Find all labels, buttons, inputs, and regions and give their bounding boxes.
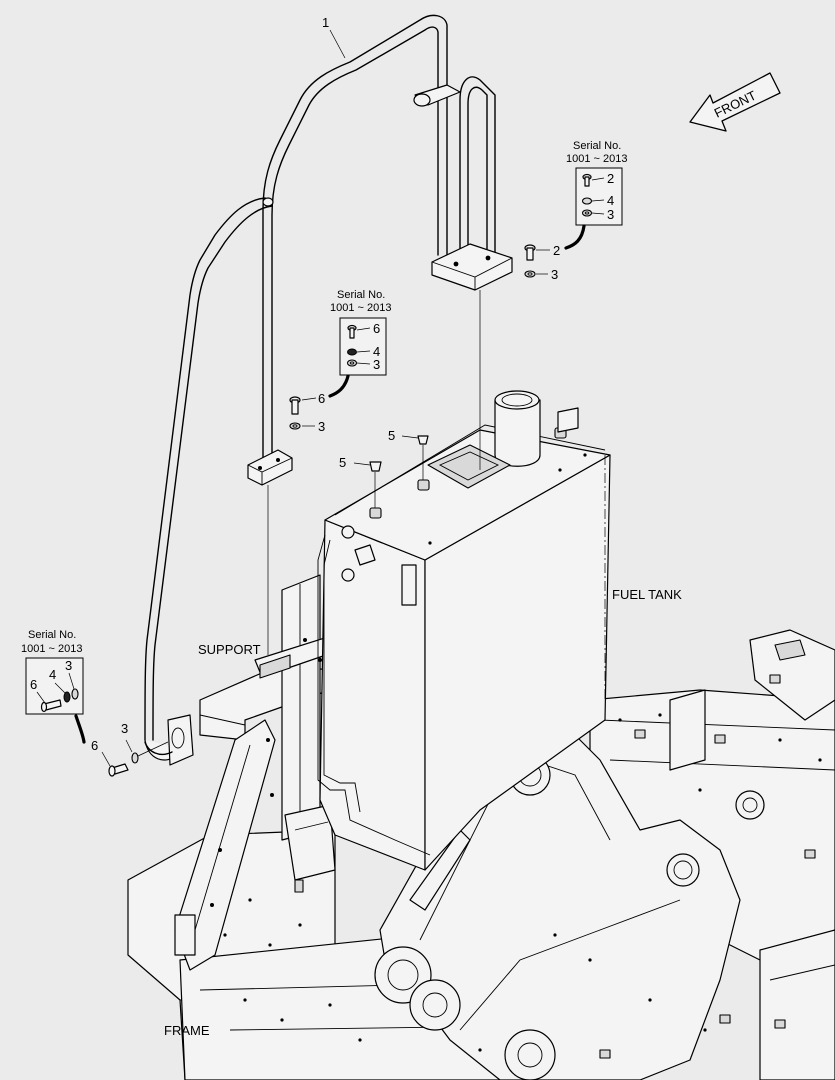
svg-text:4: 4 <box>373 344 380 359</box>
frame-label: FRAME <box>164 1023 210 1038</box>
cap-icon <box>353 461 382 508</box>
washer-icon <box>524 270 536 278</box>
serial-box-middle: Serial No. 1001 ~ 2013 6 4 3 <box>328 289 391 398</box>
callout-3b: 3 <box>318 419 325 434</box>
svg-text:6: 6 <box>30 677 37 692</box>
support-label: SUPPORT <box>198 642 261 657</box>
svg-text:4: 4 <box>49 667 56 682</box>
fuel-tank <box>317 390 611 871</box>
serial-title: Serial No. <box>28 629 76 641</box>
svg-text:3: 3 <box>373 357 380 372</box>
callout-1: 1 <box>322 15 329 30</box>
callout-3c: 3 <box>121 721 128 736</box>
bolt-icon <box>524 244 536 261</box>
callout-2: 2 <box>553 243 560 258</box>
svg-text:4: 4 <box>607 193 614 208</box>
handrail <box>144 14 513 766</box>
cap-icon <box>401 435 429 480</box>
bolt-icon <box>289 396 301 415</box>
callouts: 1 2 3 6 3 5 5 3 6 <box>91 15 560 753</box>
serial-title: Serial No. <box>573 140 621 152</box>
serial-range: 1001 ~ 2013 <box>330 302 391 314</box>
fuel-tank-label: FUEL TANK <box>612 587 682 602</box>
svg-text:6: 6 <box>373 321 380 336</box>
serial-title: Serial No. <box>337 289 385 301</box>
callout-3a: 3 <box>551 267 558 282</box>
callout-6b: 6 <box>91 738 98 753</box>
callout-5a: 5 <box>388 428 395 443</box>
front-arrow-icon: FRONT <box>689 72 781 132</box>
support-bracket <box>174 574 356 971</box>
serial-box-top-right: Serial No. 1001 ~ 2013 2 4 3 <box>564 140 627 250</box>
fasteners <box>101 244 550 777</box>
washer-icon <box>131 752 139 764</box>
serial-range: 1001 ~ 2013 <box>566 153 627 165</box>
callout-6a: 6 <box>318 391 325 406</box>
callout-5b: 5 <box>339 455 346 470</box>
washer-icon <box>289 422 301 430</box>
serial-box-lower-left: Serial No. 1001 ~ 2013 3 4 6 <box>21 629 86 744</box>
svg-text:3: 3 <box>65 658 72 673</box>
svg-text:3: 3 <box>607 207 614 222</box>
serial-range: 1001 ~ 2013 <box>21 643 82 655</box>
bolt-icon <box>108 763 129 777</box>
svg-text:2: 2 <box>607 171 614 186</box>
